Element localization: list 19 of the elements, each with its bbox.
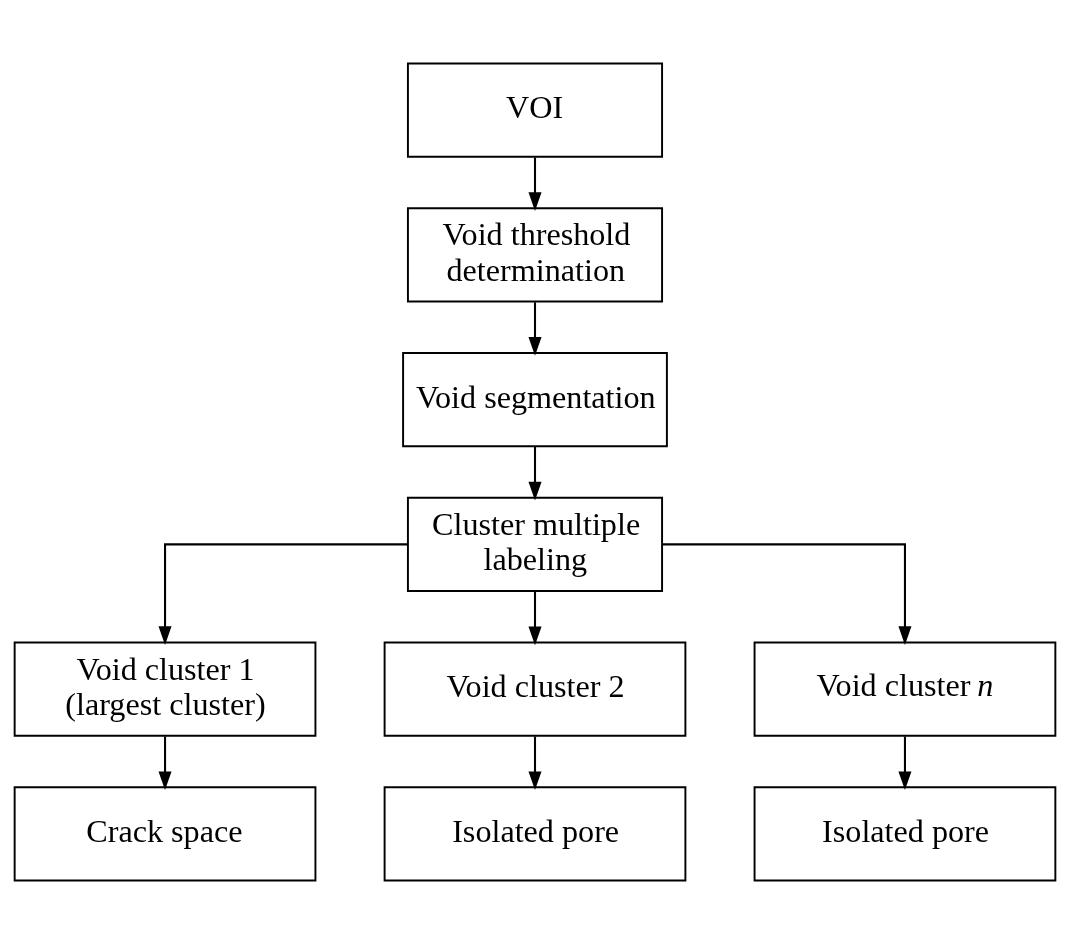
arrow xyxy=(158,736,172,791)
node-box: Void threshold determination xyxy=(406,207,664,303)
arrow xyxy=(528,447,542,501)
arrow xyxy=(528,736,542,791)
arrow xyxy=(158,543,408,645)
node-box: VOI xyxy=(406,62,664,158)
node-box: Void cluster n xyxy=(753,641,1057,737)
arrow xyxy=(528,302,542,356)
node-box: Void segmentation xyxy=(402,352,668,448)
node-box: Void cluster 2 xyxy=(383,641,687,737)
arrow xyxy=(662,543,912,645)
node-box: Isolated pore xyxy=(753,786,1057,882)
node-box: Void cluster 1 (largest cluster) xyxy=(13,641,317,737)
arrow xyxy=(898,736,912,791)
node-box: Cluster multiple labeling xyxy=(406,496,664,592)
node-box: Isolated pore xyxy=(383,786,687,882)
node-box: Crack space xyxy=(13,786,317,882)
arrow xyxy=(528,591,542,646)
arrow xyxy=(528,157,542,211)
